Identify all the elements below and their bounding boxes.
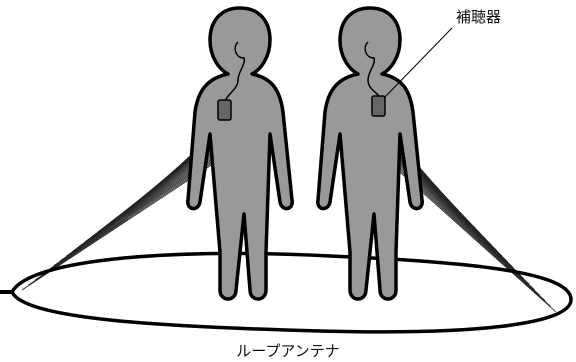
loop-antenna-label: ループアンテナ — [236, 342, 340, 360]
hearing-aid-wire-right — [364, 41, 381, 99]
hearing-aid-wire-left — [223, 41, 246, 105]
hearing-aid-device-right — [371, 95, 386, 117]
person-left — [186, 6, 294, 301]
loop-antenna — [0, 251, 573, 334]
hearing-aid-device-left — [217, 99, 232, 121]
hearing-aid-label: 補聴器 — [456, 8, 501, 26]
hearing-aid-leader-line — [383, 27, 453, 99]
person-right — [316, 6, 424, 301]
